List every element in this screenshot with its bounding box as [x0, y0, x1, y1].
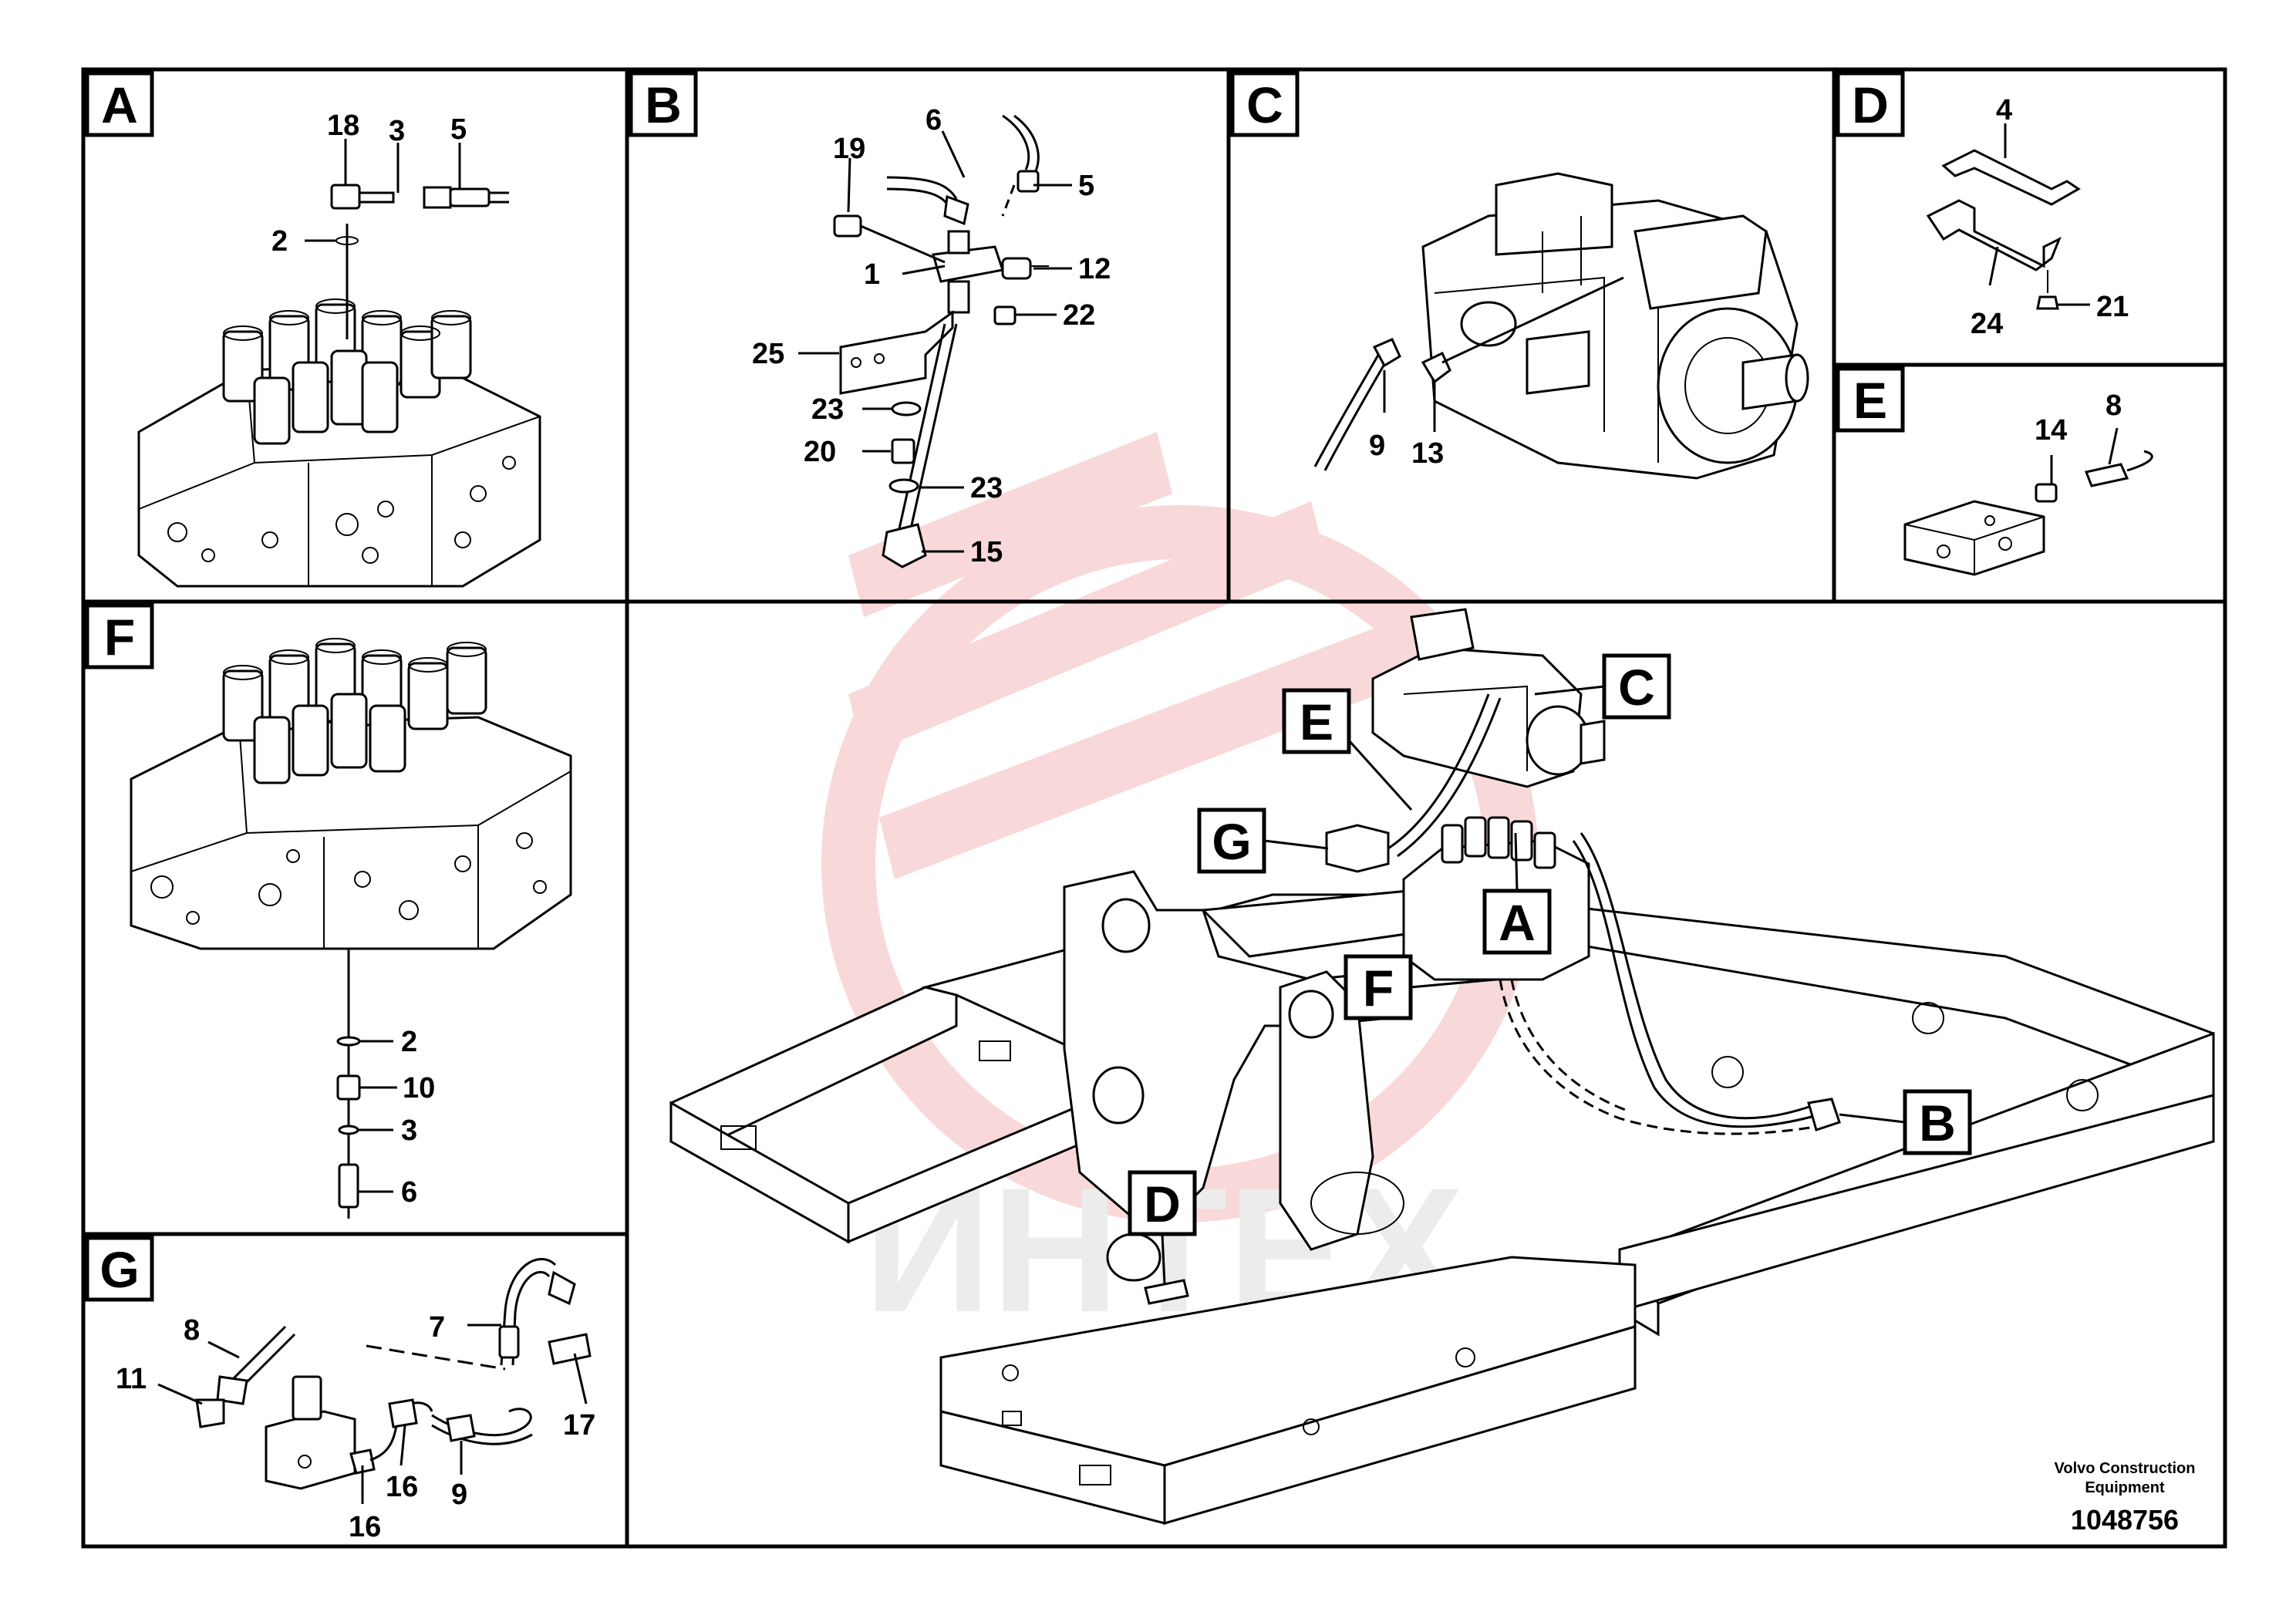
callout: 16: [386, 1471, 418, 1503]
callout: 10: [403, 1072, 435, 1104]
svg-text:E: E: [1853, 372, 1887, 429]
main-flag-c: C: [1534, 653, 1671, 720]
panel-c-drawing: [1313, 172, 1809, 480]
main-flag-f: F: [1344, 954, 1497, 1020]
panel-letter-g: G: [85, 1236, 154, 1302]
callout: 6: [925, 104, 942, 137]
panel-f-drawing: [130, 638, 572, 1219]
callout: 3: [389, 115, 405, 147]
callout: 22: [1063, 299, 1095, 332]
svg-text:E: E: [1300, 693, 1333, 750]
panel-letter-f: F: [85, 603, 154, 669]
svg-text:C: C: [1246, 76, 1283, 133]
callout: 23: [811, 393, 844, 426]
callout: 13: [1411, 437, 1444, 470]
callout: 8: [184, 1314, 200, 1347]
panel-a-callouts: 18 3 5 2: [271, 110, 467, 258]
callout: 18: [327, 110, 359, 142]
svg-text:B: B: [1919, 1094, 1956, 1152]
svg-text:D: D: [1852, 76, 1889, 133]
callout: 14: [2035, 414, 2067, 447]
panel-frames: [81, 67, 2227, 1549]
callout: 16: [349, 1511, 381, 1543]
callout: 3: [401, 1114, 417, 1147]
main-flag-d: D: [1128, 1170, 1197, 1285]
callout: 17: [563, 1409, 595, 1442]
callout: 11: [116, 1363, 147, 1395]
maker-line-2: Equipment: [2085, 1479, 2165, 1496]
svg-text:F: F: [104, 609, 135, 666]
main-flag-g: G: [1197, 808, 1329, 874]
callout: 20: [804, 436, 836, 468]
svg-text:D: D: [1144, 1175, 1181, 1233]
svg-text:G: G: [99, 1241, 139, 1298]
maker-line-1: Volvo Construction: [2055, 1460, 2196, 1477]
callout: 5: [1078, 170, 1094, 202]
callout: 9: [1369, 430, 1385, 462]
panel-e-callouts: 14 8: [2035, 389, 2122, 447]
panel-letter-e: E: [1836, 366, 1905, 433]
panel-f-callouts: 2 10 3 6: [401, 1026, 435, 1209]
main-flag-e: E: [1282, 688, 1413, 811]
svg-text:F: F: [1363, 959, 1394, 1017]
svg-text:C: C: [1618, 659, 1655, 716]
callout: 15: [970, 536, 1003, 568]
main-flag-a: A: [1482, 832, 1552, 955]
panel-d-callouts: 4 24 21: [1971, 94, 2129, 340]
panel-letter-c: C: [1230, 71, 1300, 137]
svg-text:A: A: [1499, 894, 1536, 951]
main-frame-drawing: [669, 608, 2215, 1525]
drawing-footer: Volvo Construction Equipment 1048756: [2055, 1460, 2196, 1536]
panel-g-drawing: [157, 1258, 592, 1504]
callout: 8: [2106, 389, 2122, 422]
svg-text:G: G: [1212, 813, 1251, 870]
panel-letter-a: A: [85, 71, 154, 137]
panel-b-drawing: [798, 114, 1072, 568]
panel-letter-d: D: [1836, 71, 1905, 137]
svg-text:A: A: [101, 76, 138, 133]
callout: 19: [833, 133, 865, 165]
panel-c-callouts: 9 13: [1369, 430, 1444, 470]
callout: 23: [970, 472, 1003, 504]
callout: 12: [1078, 253, 1111, 285]
callout: 21: [2096, 291, 2129, 323]
callout: 2: [271, 225, 288, 258]
panel-g-callouts: 8 11 7 17 16 16 9: [116, 1311, 595, 1543]
callout: 5: [450, 113, 467, 146]
panel-letter-b: B: [629, 71, 698, 137]
callout: 9: [451, 1479, 467, 1511]
callout: 1: [864, 258, 880, 291]
callout: 7: [429, 1311, 445, 1344]
callout: 6: [401, 1176, 417, 1209]
panel-a-drawing: [137, 139, 541, 588]
callout: 4: [1996, 94, 2012, 126]
callout: 24: [1971, 308, 2003, 340]
main-flag-b: B: [1839, 1089, 1972, 1155]
drawing-number: 1048756: [2071, 1504, 2179, 1536]
panel-d-drawing: [1926, 123, 2090, 310]
callout: 2: [401, 1026, 417, 1058]
panel-e-drawing: [1903, 427, 2153, 576]
panel-b-callouts: 19 6 5 12 1 22 25 23 20 23 15: [752, 104, 1111, 568]
svg-text:B: B: [645, 76, 682, 133]
callout: 25: [752, 338, 784, 370]
